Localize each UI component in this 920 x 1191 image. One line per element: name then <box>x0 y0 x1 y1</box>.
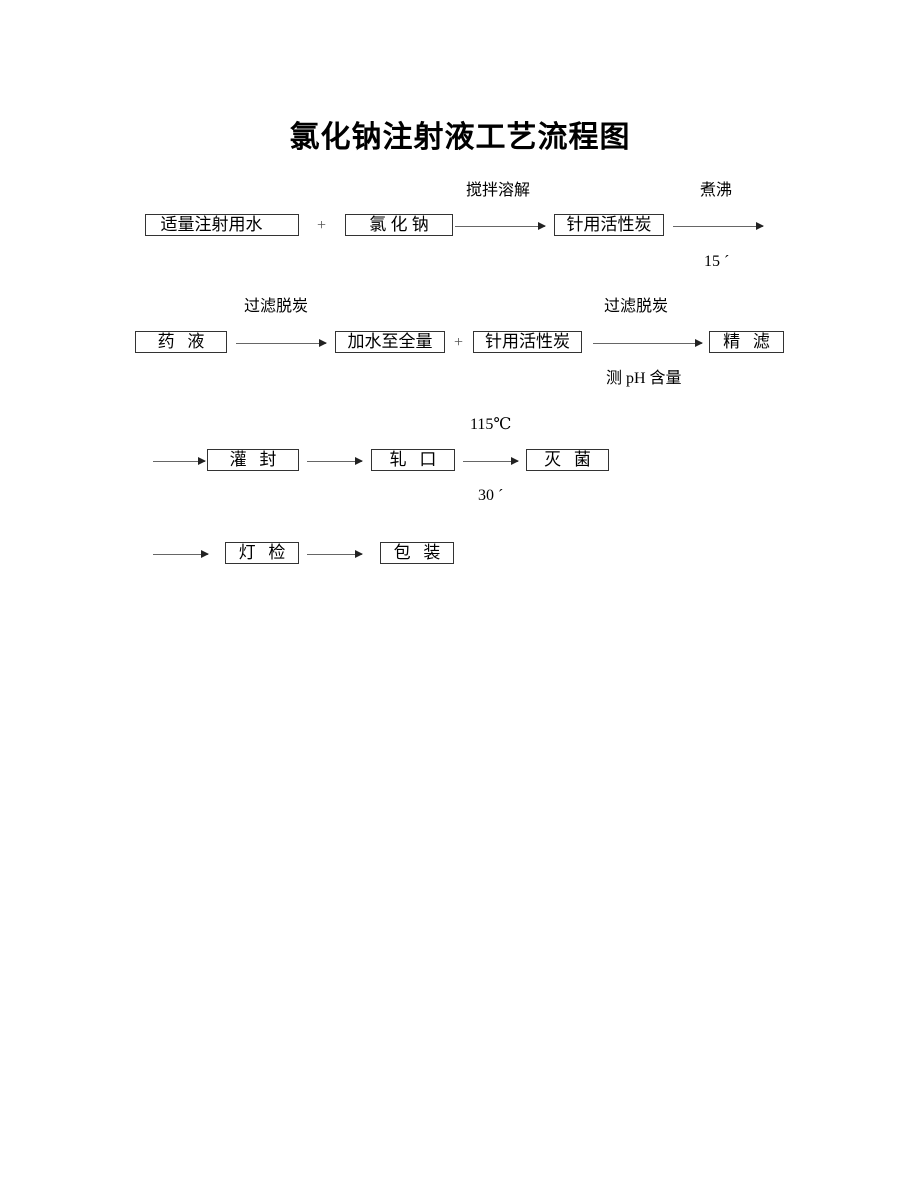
step-carbon-box: 针用活性炭 <box>554 214 664 236</box>
step-carbon-box-2: 针用活性炭 <box>473 331 582 353</box>
step-sterilize-box: 灭 菌 <box>526 449 609 471</box>
page-title: 氯化钠注射液工艺流程图 <box>289 121 631 154</box>
step-crimp-box: 轧 口 <box>371 449 455 471</box>
arrow-right-icon <box>673 222 764 230</box>
step-water-box: 适量注射用水 <box>145 214 299 236</box>
label-filter-decarbon-1: 过滤脱炭 <box>244 298 309 315</box>
step-add-water-box: 加水至全量 <box>335 331 445 353</box>
step-light-inspect-box: 灯 检 <box>225 542 299 564</box>
arrow-right-icon <box>455 222 546 230</box>
arrow-right-icon <box>307 457 363 465</box>
label-stir-dissolve: 搅拌溶解 <box>466 182 531 199</box>
arrow-right-icon <box>236 339 327 347</box>
arrow-right-icon <box>153 457 206 465</box>
label-boil-time: 15 ´ <box>704 253 730 270</box>
label-temperature: 115℃ <box>470 416 512 433</box>
label-test-ph: 测 pH 含量 <box>606 370 682 387</box>
arrow-right-icon <box>593 339 703 347</box>
plus-sign: + <box>317 217 327 234</box>
label-boil: 煮沸 <box>700 182 733 199</box>
step-fill-seal-box: 灌 封 <box>207 449 299 471</box>
arrow-right-icon <box>463 457 519 465</box>
step-packaging-box: 包 装 <box>380 542 454 564</box>
arrow-right-icon <box>153 550 209 558</box>
step-nacl-box: 氯 化 钠 <box>345 214 453 236</box>
label-filter-decarbon-2: 过滤脱炭 <box>604 298 669 315</box>
step-solution-box: 药 液 <box>135 331 227 353</box>
label-sterilize-time: 30 ´ <box>478 487 504 504</box>
arrow-right-icon <box>307 550 363 558</box>
plus-sign: + <box>454 334 464 351</box>
step-fine-filter-box: 精 滤 <box>709 331 784 353</box>
